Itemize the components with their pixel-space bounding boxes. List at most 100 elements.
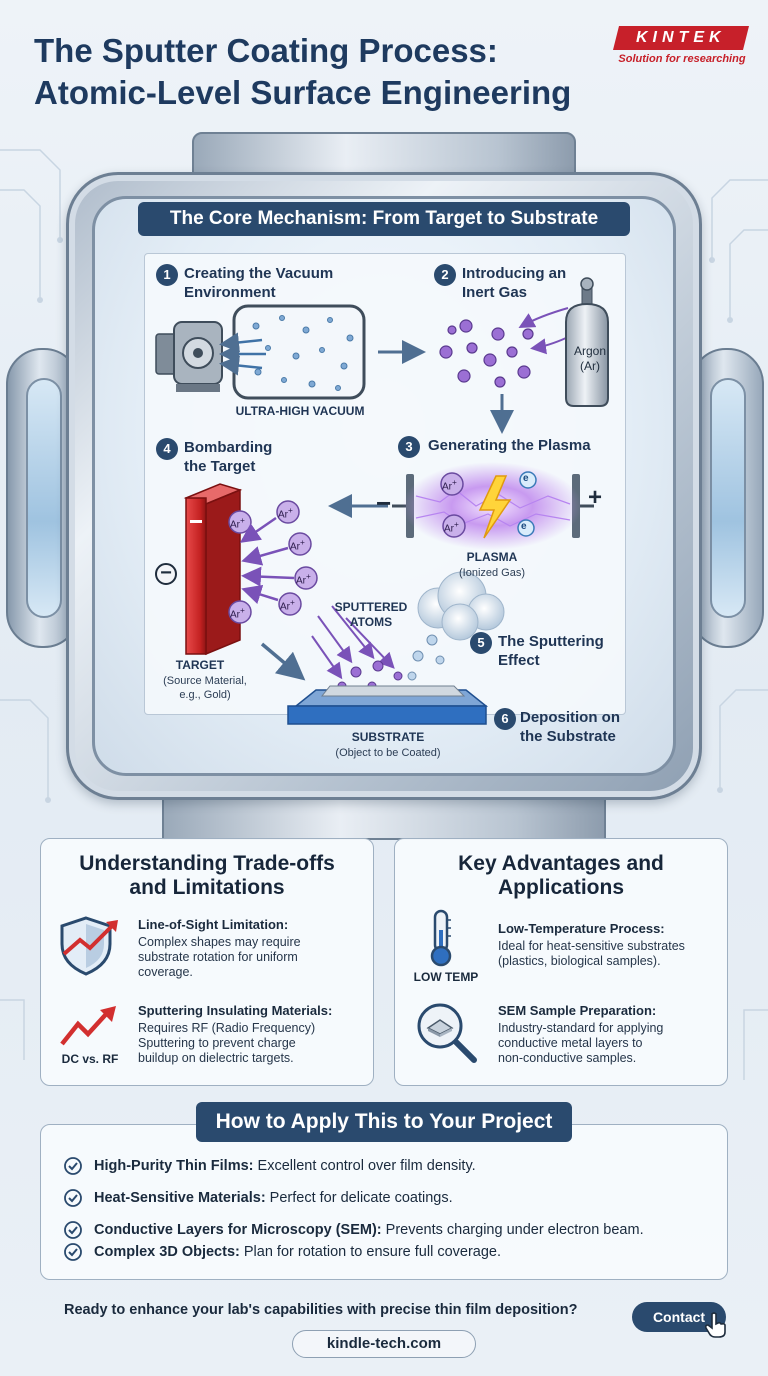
- check-circle-icon: [64, 1221, 82, 1239]
- step-6-line-2: the Substrate: [520, 728, 616, 745]
- check-circle-icon: [64, 1157, 82, 1175]
- target-block: [183, 483, 243, 656]
- apply-item: Conductive Layers for Microscopy (SEM): …: [64, 1218, 644, 1242]
- sputter-paths: [311, 605, 395, 680]
- electron-label: e: [523, 473, 529, 484]
- plasma-subcaption: (Ionized Gas): [458, 567, 526, 579]
- cathode-sign-circle: [155, 563, 177, 585]
- chamber-bottom-pipe: [162, 796, 606, 840]
- substrate-plate: [287, 685, 489, 725]
- step-3-number: 3: [398, 436, 420, 458]
- vacuum-box: [232, 304, 366, 400]
- tradeoff-2-line-1: Requires RF (Radio Frequency): [138, 1021, 316, 1035]
- plasma-electrons: [517, 471, 537, 537]
- argon-cylinder-icon: [565, 277, 609, 407]
- ion-label-sup: +: [240, 605, 245, 615]
- cloud-particles: [407, 634, 445, 681]
- cta-text: Ready to enhance your lab's capabilities…: [64, 1302, 578, 1318]
- tradeoff-2-text: Requires RF (Radio Frequency)Sputtering …: [138, 1021, 315, 1066]
- ion-label-text: Ar: [230, 609, 240, 621]
- ion-label: Ar+: [280, 597, 295, 612]
- apply-item-text: High-Purity Thin Films: Excellent contro…: [94, 1158, 476, 1174]
- argon-atoms: [439, 319, 534, 388]
- ion-label: Ar+: [442, 477, 457, 492]
- page-title: The Sputter Coating Process: Atomic-Leve…: [34, 30, 624, 114]
- argon-cylinder-label: Argon(Ar): [568, 344, 612, 374]
- sputtered-line-1: SPUTTERED: [334, 600, 408, 614]
- ion-label-text: Ar: [290, 541, 300, 553]
- tradeoff-2-title: Sputtering Insulating Materials:: [138, 1003, 333, 1018]
- step-1-line-2: Environment: [184, 284, 276, 301]
- mechanism-banner: The Core Mechanism: From Target to Subst…: [138, 202, 630, 236]
- electrode-minus-sign: −: [376, 488, 392, 518]
- advantages-title-line-2: Applications: [497, 876, 624, 899]
- electron-label: e: [521, 521, 527, 532]
- arrow-target-to-substrate: [260, 642, 306, 681]
- ion-label: Ar+: [230, 605, 245, 620]
- pointer-hand-icon: [704, 1312, 726, 1338]
- step-5-line-1: The Sputtering: [498, 633, 604, 650]
- gas-flow-arrow: [518, 307, 569, 328]
- target-subcaption: (Source Material,e.g., Gold): [150, 674, 260, 702]
- ion-label: Ar+: [290, 537, 305, 552]
- step-6-line-1: Deposition on: [520, 709, 620, 726]
- apply-banner: How to Apply This to Your Project: [196, 1102, 572, 1142]
- thermometer-icon: [430, 909, 452, 967]
- ion-impact-arrows: [239, 516, 295, 605]
- title-line-1: The Sputter Coating Process:: [34, 32, 498, 69]
- website-link[interactable]: kindle-tech.com: [292, 1330, 476, 1358]
- electrode-plus-sign: +: [588, 484, 603, 511]
- gas-flow-arrow-2: [530, 337, 567, 355]
- lightning-icon: [478, 475, 512, 539]
- tradeoffs-title-line-1: Understanding Trade-offs: [79, 852, 335, 875]
- magnifier-icon: [417, 1003, 477, 1063]
- apply-item-detail: Prevents charging under electron beam.: [381, 1222, 644, 1238]
- vacuum-pump-icon: [155, 321, 223, 392]
- apply-card: [40, 1124, 728, 1280]
- vacuum-particles: [252, 315, 354, 391]
- apply-item-text: Heat-Sensitive Materials: Perfect for de…: [94, 1190, 453, 1206]
- advantages-title-line-1: Key Advantages and: [458, 852, 664, 875]
- advantage-2-line-3: non-conductive samples.: [498, 1051, 637, 1065]
- ion-label-sup: +: [306, 571, 311, 581]
- step-4-label: Bombarding the Target: [184, 438, 272, 476]
- apply-item-bold: High-Purity Thin Films:: [94, 1158, 254, 1174]
- dc-rf-label: DC vs. RF: [61, 1052, 119, 1066]
- ion-label-sup: +: [290, 597, 295, 607]
- step-5-line-2: Effect: [498, 652, 540, 669]
- cathode-minus-sign: −: [160, 562, 172, 584]
- apply-item-detail: Perfect for delicate coatings.: [265, 1190, 453, 1206]
- apply-item-detail: Plan for rotation to ensure full coverag…: [239, 1244, 501, 1260]
- plasma-caption: PLASMA: [466, 550, 518, 564]
- step-4-number: 4: [156, 438, 178, 460]
- step-5-number: 5: [470, 632, 492, 654]
- step-4-line-2: the Target: [184, 458, 256, 475]
- target-sub-line-1: (Source Material,: [163, 675, 247, 687]
- argon-label-line-1: Argon: [573, 344, 607, 358]
- substrate-subcaption: (Object to be Coated): [335, 747, 441, 759]
- ion-label-sup: +: [454, 519, 459, 529]
- step-1-line-1: Creating the Vacuum: [184, 265, 334, 282]
- apply-item-text: Complex 3D Objects: Plan for rotation to…: [94, 1244, 501, 1260]
- step-6-label: Deposition on the Substrate: [520, 708, 620, 746]
- advantage-1-title: Low-Temperature Process:: [498, 921, 665, 936]
- tradeoff-1-line-1: Complex shapes may require: [138, 935, 301, 949]
- advantage-2-line-1: Industry-standard for applying: [498, 1021, 664, 1035]
- step-4-line-1: Bombarding: [184, 439, 273, 456]
- zigzag-arrow-icon: [60, 1006, 116, 1046]
- argon-label-line-2: (Ar): [580, 359, 600, 373]
- apply-item: Heat-Sensitive Materials: Perfect for de…: [64, 1186, 453, 1210]
- apply-item-bold: Conductive Layers for Microscopy (SEM):: [94, 1222, 382, 1238]
- step-3-label: Generating the Plasma: [428, 437, 591, 454]
- step-2-number: 2: [434, 264, 456, 286]
- tradeoffs-title-line-2: and Limitations: [129, 876, 285, 899]
- low-temp-label: LOW TEMP: [413, 970, 479, 984]
- logo-tagline: Solution for researching: [618, 53, 746, 65]
- tradeoff-1-line-2: substrate rotation for uniform: [138, 950, 298, 964]
